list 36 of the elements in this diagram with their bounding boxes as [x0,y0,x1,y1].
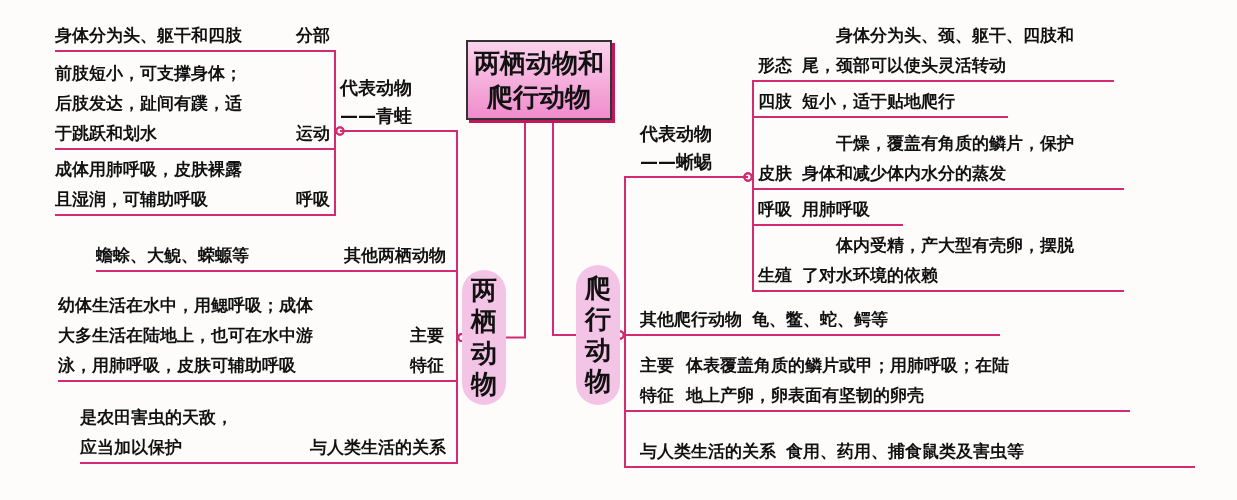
branch-row [758,24,1114,82]
branch-note: 是农田害虫的天敌，应当加以保护 [80,406,234,459]
branch-label: 运动 [296,122,330,145]
branch-label: 与人类生活的关系 [640,440,776,463]
branch-label: 主要特征 [410,324,445,377]
branch-note: 成体用肺呼吸，皮肤裸露且湿润，可辅助呼吸 [55,158,243,211]
branch-label: 与人类生活的关系 [310,436,446,459]
branch-label: 分部 [296,24,330,47]
branch-note: 幼体生活在水中，用鳃呼吸；成体大多生活在陆地上，也可在水中游泳，用肺呼吸，皮肤可辅助呼吸 [58,294,314,377]
topic-pill: 两栖动物 [462,270,506,405]
branch-note: 蟾蜍、大鲵、蝾螈等 [96,244,249,267]
branch-label: 其他两栖动物 [344,244,446,267]
branch-label: 其他爬行动物 [640,308,742,331]
branch-note: 用肺呼吸 [802,198,870,221]
branch-label: 代表动物——蜥蜴 [640,118,748,178]
branch-note: 前肢短小，可支撑身体；后肢发达，趾间有蹼，适于跳跃和划水 [55,62,243,145]
branch-label: 呼吸 [296,188,330,211]
branch-note: 干燥，覆盖有角质的鳞片，保护身体和减少体内水分的蒸发 [802,132,1075,185]
topic-pill: 爬行动物 [576,265,620,405]
branch-note: 身体分为头、颈、躯干、四肢和尾，颈部可以使头灵活转动 [802,24,1075,77]
connector-line [329,126,345,216]
branch-note: 身体分为头、躯干和四肢 [55,24,242,47]
title-box: 两栖动物和爬行动物 [466,40,612,120]
branch-note: 体内受精，产大型有壳卵，摆脱了对水环境的依赖 [802,234,1075,287]
branch-label: 四肢 [758,90,792,113]
branch-note: 食用、药用、捕食鼠类及害虫等 [786,440,1024,463]
branch-label: 形态 [758,54,792,77]
branch-label: 生殖 [758,264,792,287]
branch-label: 代表动物——青蛙 [340,72,448,132]
branch-note: 短小，适于贴地爬行 [802,90,955,113]
branch-note: 龟、鳖、蛇、鳄等 [752,308,888,331]
branch-label: 主要特征 [640,354,675,407]
branch-label: 呼吸 [758,198,792,221]
branch-note: 体表覆盖角质的鳞片或甲；用肺呼吸；在陆地上产卵，卵表面有坚韧的卵壳 [686,354,1010,407]
branch-label: 皮肤 [758,162,792,185]
connector-line [743,172,759,292]
